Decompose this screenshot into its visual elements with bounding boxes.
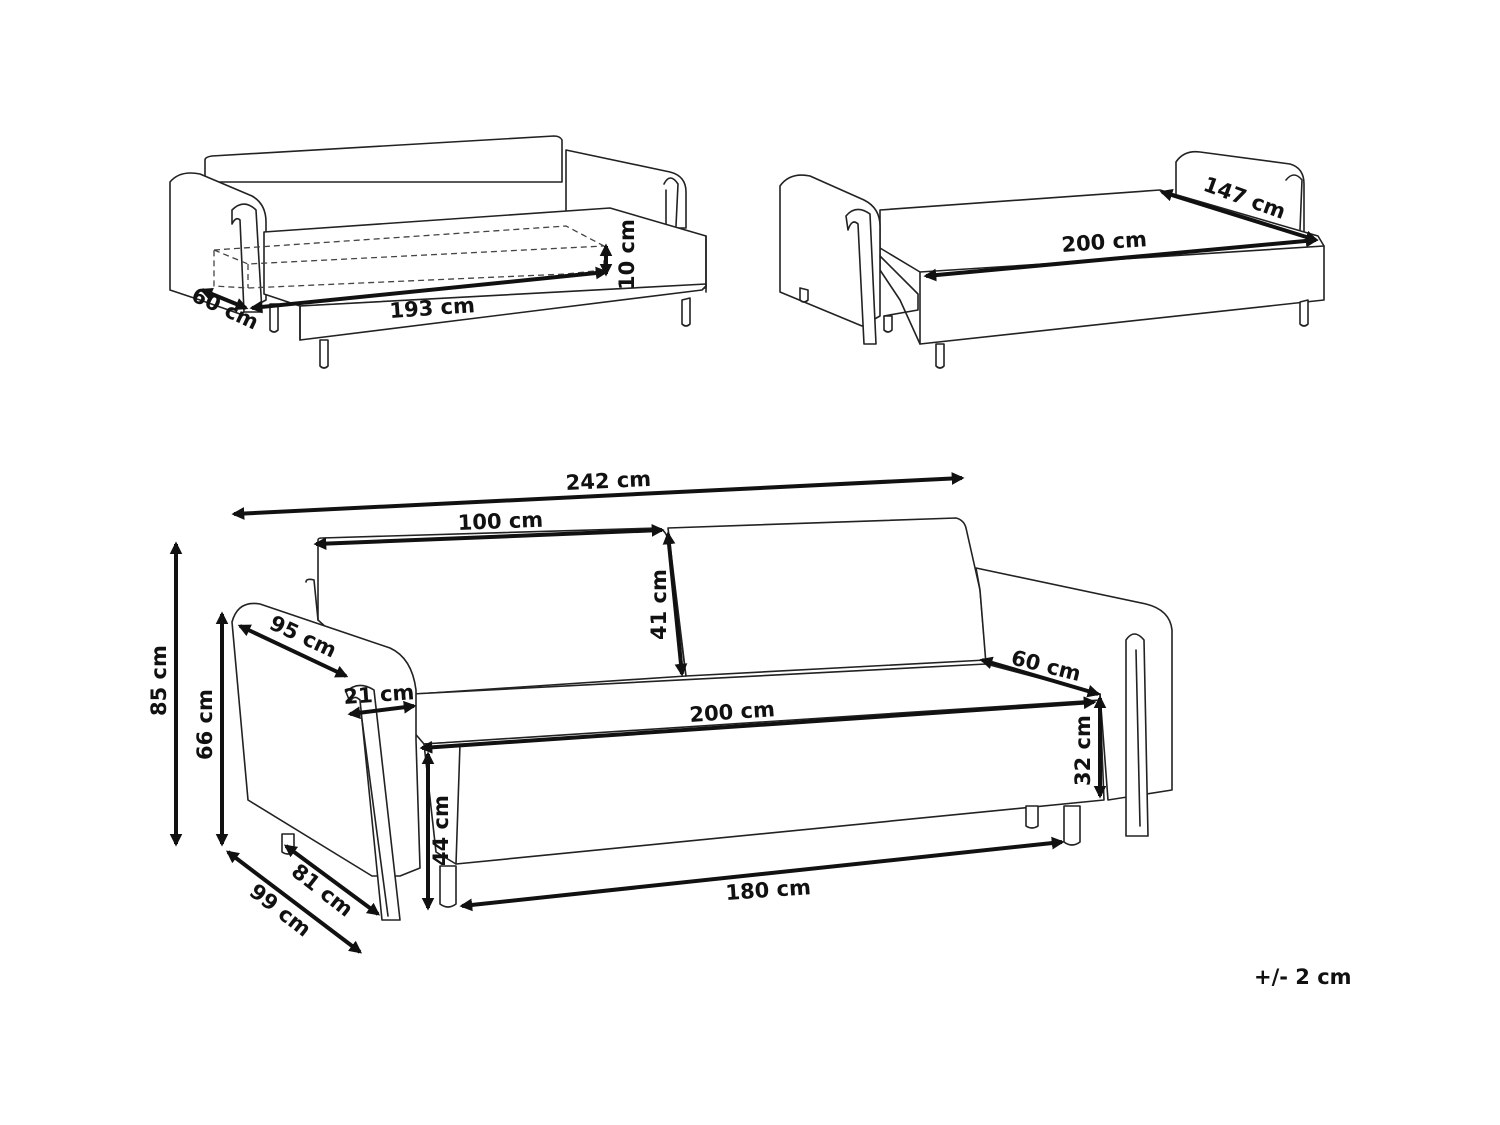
label-10cm: 10 cm [615,219,639,290]
dim-line-41cm [662,531,688,677]
dim-line-21cm [347,700,417,720]
dim-line-180cm [459,836,1065,912]
label-32cm: 32 cm [1071,715,1095,786]
dim-line-99cm [225,850,363,954]
label-200cm-v3: 200 cm [689,697,776,727]
tolerance-note: +/- 2 cm [1254,965,1352,989]
dim-line-95cm [237,624,349,678]
label-44cm: 44 cm [429,795,453,866]
label-66cm: 66 cm [193,689,217,760]
dim-line-60cm-v1 [199,287,249,311]
dim-line-242cm [231,472,965,520]
label-200cm-v2: 200 cm [1061,227,1148,257]
dim-line-60cm-v3 [979,656,1101,698]
dim-line-200cm-v3 [419,696,1097,754]
dim-line-100cm [313,524,665,550]
label-21cm: 21 cm [343,680,415,709]
label-180cm: 180 cm [725,875,812,905]
label-242cm: 242 cm [565,467,652,495]
dim-line-147cm [1159,188,1319,244]
label-85cm: 85 cm [147,645,171,716]
label-193cm: 193 cm [389,293,476,323]
label-100cm: 100 cm [457,508,543,535]
label-41cm: 41 cm [647,569,671,640]
dim-line-200cm-v2 [923,234,1319,282]
dim-line-193cm [249,266,609,314]
